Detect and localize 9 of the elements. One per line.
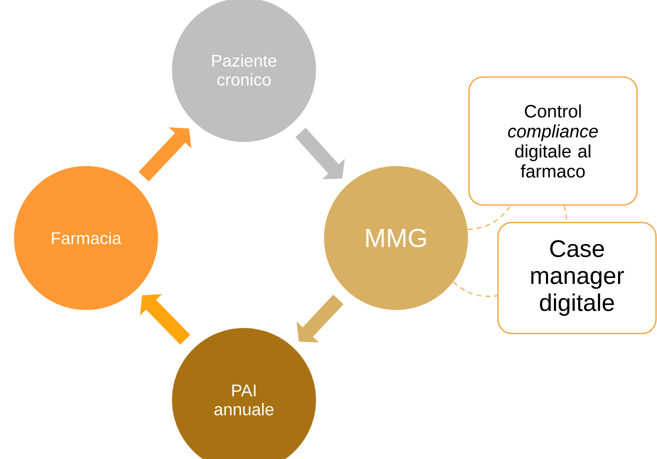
connector-line: [467, 205, 512, 230]
block-arrow: [140, 294, 190, 345]
block-arrow: [295, 128, 345, 180]
circle-node: Farmacia: [14, 166, 158, 310]
connector-line: [452, 281, 498, 297]
rounded-box: Case manager digitale: [497, 222, 657, 334]
connector-line: [564, 205, 568, 222]
circle-node: MMG: [324, 166, 468, 310]
rounded-box: Control compliance digitale al farmaco: [468, 76, 638, 206]
